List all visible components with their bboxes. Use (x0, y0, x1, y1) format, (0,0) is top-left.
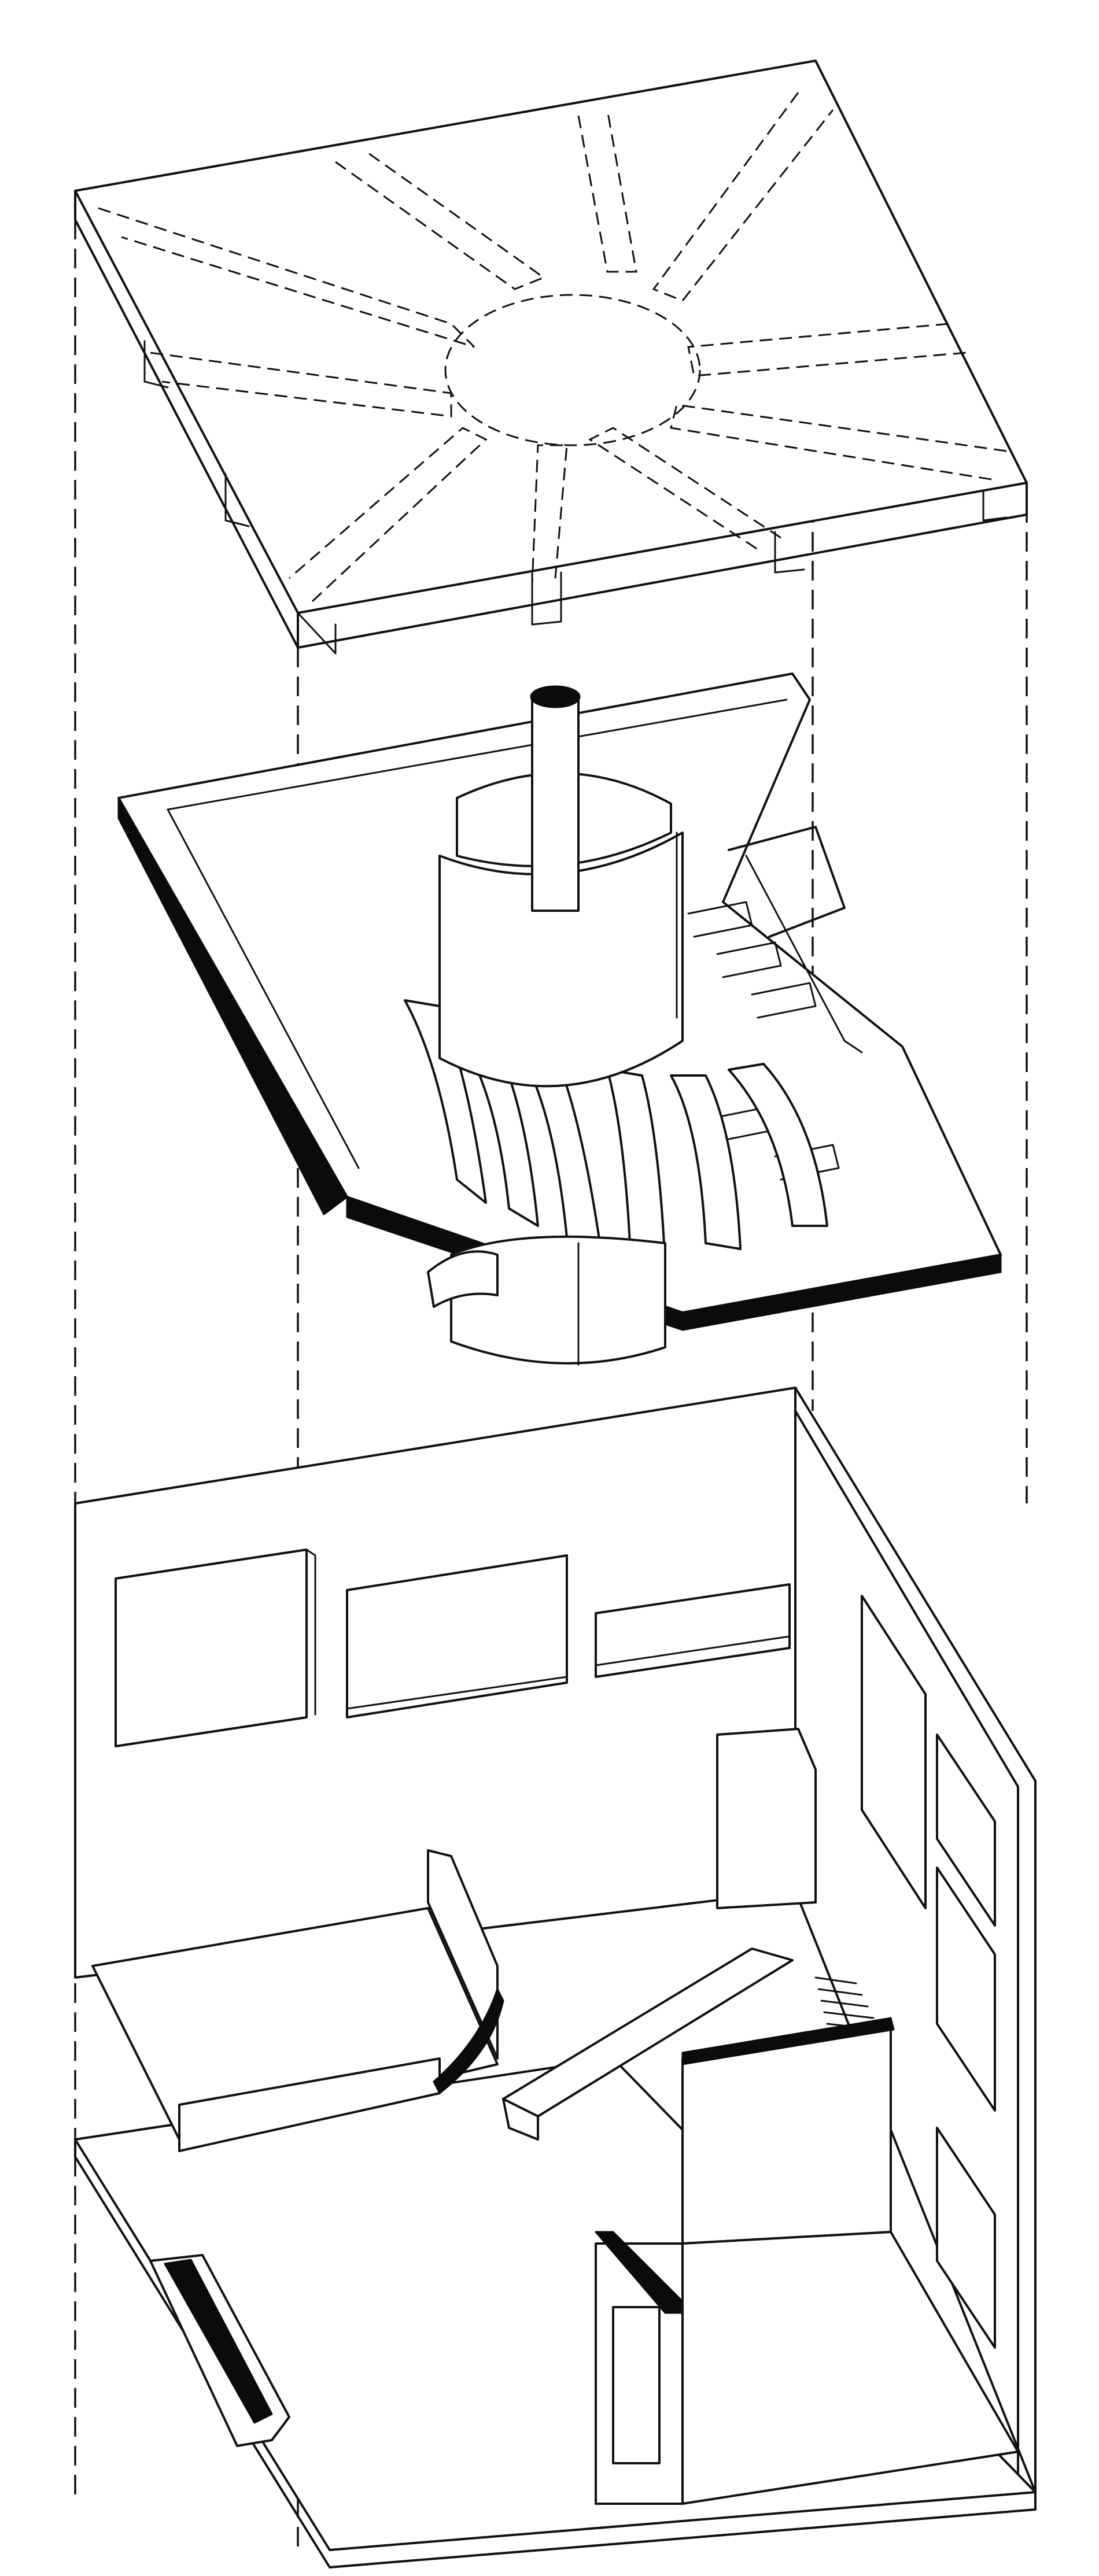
beam-s (588, 427, 781, 550)
floor-slab-rim-2 (167, 808, 360, 1169)
beam-ne2 (652, 92, 834, 302)
mezzanine-curved-edge (433, 1988, 504, 2094)
room-floor (681, 2231, 1019, 2505)
lower-drum (427, 1235, 666, 1366)
back-wall-windows (115, 1548, 791, 1747)
ground-floor-edge (74, 2138, 1037, 2568)
tread-2 (817, 1988, 863, 1996)
beam-n (335, 149, 546, 290)
beam-sw (531, 444, 568, 585)
lower-drum-body (450, 1235, 666, 1365)
leg-2 (224, 473, 250, 527)
ramp-fins (404, 999, 828, 1267)
roof-top-face (74, 60, 1028, 614)
floor-slab-edge-front (346, 1196, 1002, 1331)
leg-3 (531, 571, 562, 626)
stair-outline (728, 826, 846, 938)
stair-ramp-side (502, 2098, 539, 2141)
beam-se (670, 404, 1007, 481)
window-back-1-reveal (305, 1548, 316, 1716)
bench-top (164, 2259, 273, 2424)
stair-landing (745, 855, 863, 1054)
diagonal-stair (502, 1947, 880, 2141)
window-right-3 (936, 1867, 996, 2112)
tread-4 (823, 2011, 875, 2019)
right-wall-inner-edge (794, 1410, 1019, 2488)
window-back-3-reveal (595, 1635, 791, 1666)
window-back-2 (346, 1554, 568, 1718)
room-top-edge (681, 2017, 895, 2065)
floor-slab-edge-left (117, 797, 348, 1215)
ground-level-shell (74, 1387, 1037, 2568)
bench (149, 2254, 290, 2447)
tread-3 (820, 2000, 869, 2008)
beam-ne (577, 109, 637, 273)
stair-step-3 (751, 982, 817, 1019)
floor-slab-rim (167, 698, 788, 811)
window-right-1 (861, 1595, 927, 1909)
mezzanine-platform (91, 1849, 504, 2152)
central-column (530, 685, 581, 912)
window-back-1 (115, 1548, 308, 1747)
drum-body (438, 831, 684, 1088)
spiral-ramp-floor (117, 672, 1002, 1366)
leg-1 (143, 340, 169, 389)
window-right-2 (936, 1734, 996, 1927)
roof-hidden-beams (98, 92, 1007, 603)
beam-w (150, 352, 452, 417)
roof-central-opening (444, 294, 701, 446)
interior-room (595, 2017, 1019, 2505)
lower-drum-lip (427, 1250, 499, 1308)
beam-sw2 (289, 427, 488, 603)
window-back-3 (595, 1583, 791, 1678)
room-doorway (612, 2306, 661, 2464)
stair-step-1 (687, 901, 753, 938)
ramp-fin-6 (728, 1063, 828, 1227)
ramp-fin-5 (670, 1074, 742, 1250)
leg-5 (982, 490, 1008, 522)
window-right-4 (936, 2127, 996, 2349)
column-shaft (531, 696, 580, 912)
leg-4 (774, 531, 805, 574)
cabinet-block (716, 1728, 817, 1909)
ramp-fin-2 (462, 1040, 539, 1227)
roof-support-legs (143, 340, 1008, 655)
beam-nw (98, 207, 475, 348)
column-cap (530, 685, 581, 708)
stair-step-2 (716, 941, 782, 978)
window-back-2-reveal (346, 1676, 568, 1710)
tread-1 (814, 1976, 857, 1984)
right-wall-windows (861, 1595, 996, 2349)
leg-6 (297, 612, 337, 655)
roof-grid-plate (74, 60, 1028, 655)
beam-e (687, 323, 967, 377)
